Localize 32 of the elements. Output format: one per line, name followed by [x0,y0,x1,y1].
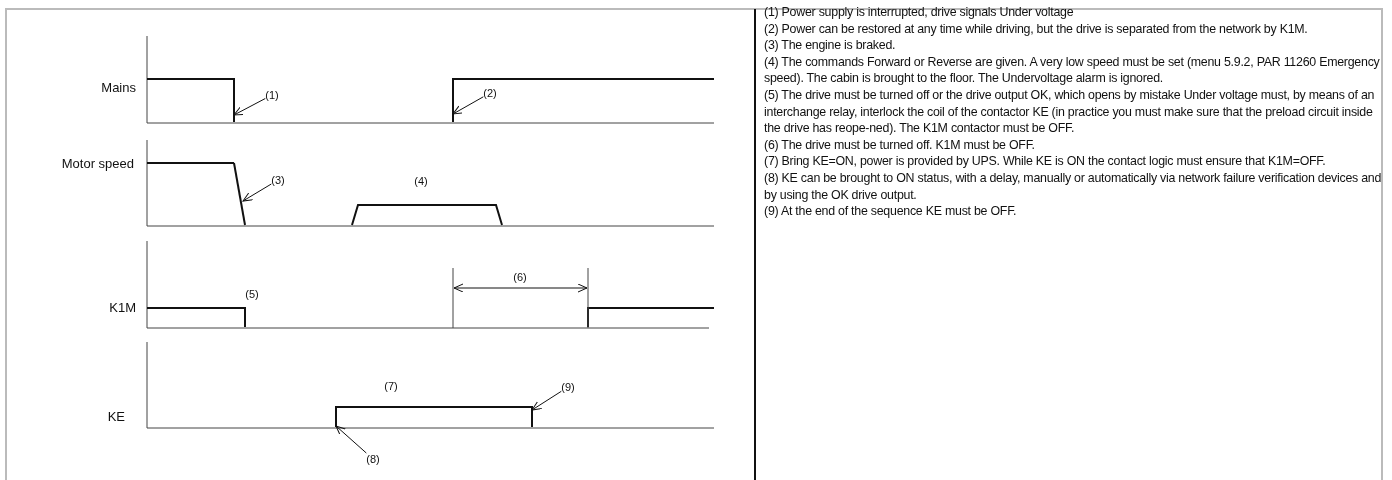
callout-number: (6) [513,270,527,284]
signal-edge [335,405,337,428]
callout-number: (3) [271,173,285,187]
signal-label: Mains [101,80,136,96]
leader-line [233,98,266,116]
note-text: (3) The engine is braked. [764,37,897,54]
signal-label: Motor speed [61,156,134,172]
leader-line [242,183,272,202]
signal-edge [233,162,246,226]
note-text: (7) Bring KE=ON, power is provided by UPS. While KE is ON the contact logic must ensure that K1M=OFF. [764,153,1327,170]
callout-number: (5) [245,287,259,301]
note-text: (6) The drive must be turned off. K1M must be OFF. [764,136,1036,154]
callout-number: (1) [265,88,279,102]
signal-edge [531,405,533,428]
note-text: (5) The drive must be turned off or the drive output OK, which opens by mistake Under voltage must, by means of an interchange relay, interlock the coil of the contactor KE (in practice you must make sure that the preload circuit inside the drive has reope-ned). The K1M contactor must be OFF. [764,86,1376,137]
leader-line [335,425,367,454]
callout-number: (4) [414,174,428,188]
callout-number: (2) [483,86,497,100]
leader-line [531,390,562,411]
signal-label: KE [107,409,125,425]
leader-line [452,96,484,115]
callout-number: (9) [561,380,575,394]
note-text: (1) Power supply is interrupted, drive signals Under voltage [764,4,1075,21]
note-text: (2) Power can be restored at any time while driving, but the drive is separated from the network by K1M. [764,20,1309,38]
signal-label: K1M [109,300,136,316]
callout-number: (7) [384,379,398,393]
signal-edge [233,77,235,123]
note-text: (8) KE can be brought to ON status, with a delay, manually or automatically via network failure verification devices and by using the OK drive output. [764,169,1383,204]
callout-number: (8) [366,452,380,466]
note-text: (4) The commands Forward or Reverse are given. A very low speed must be set (menu 5.9.2, PAR 11260 Emergency speed). The cabin is brought to the floor. The Undervoltage alarm is ignored. [764,53,1381,87]
note-text: (9) At the end of the sequence KE must be OFF. [764,203,1018,220]
signal-edge [452,77,454,123]
